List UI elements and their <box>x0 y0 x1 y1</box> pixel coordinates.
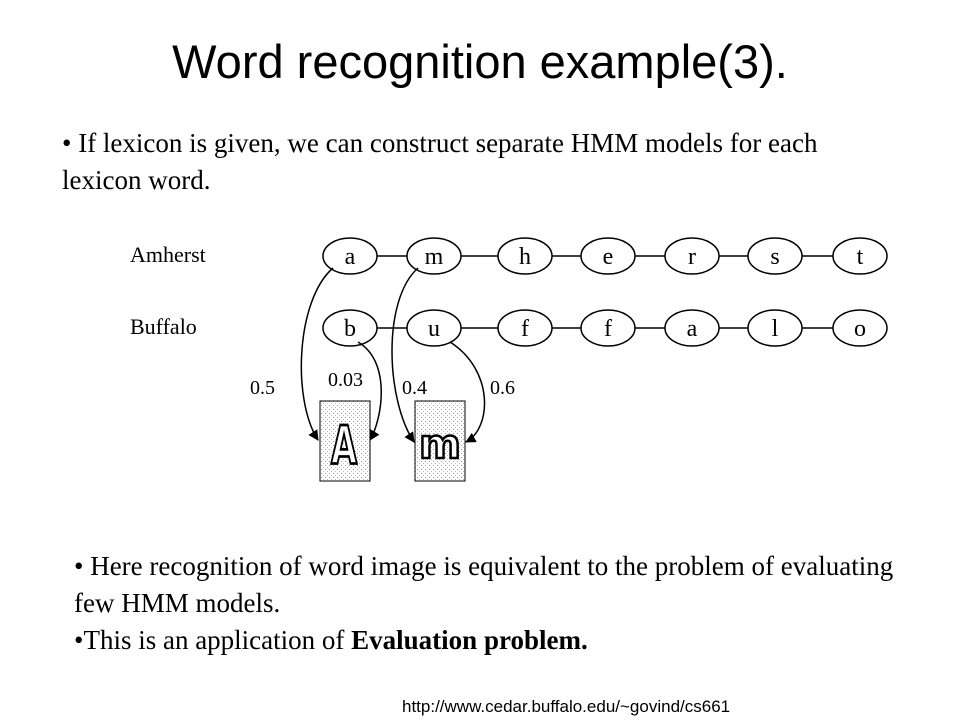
state-node <box>580 309 636 347</box>
state-letter: u <box>428 316 440 342</box>
arrow-a-to-image-a <box>300 267 334 441</box>
state-letter: s <box>770 244 779 270</box>
prob-label: 0.4 <box>402 377 427 399</box>
state-node <box>406 237 462 275</box>
state-letter: h <box>519 244 531 270</box>
arrow-m-to-image-m <box>391 267 419 443</box>
footer-url: http://www.cedar.buffalo.edu/~govind/cs6… <box>402 697 731 716</box>
state-node <box>664 237 720 275</box>
word-image-m: m <box>414 400 466 482</box>
word-label-buffalo: Buffalo <box>130 314 197 339</box>
state-letter: a <box>345 244 356 270</box>
prob-label: 0.5 <box>250 377 275 399</box>
prob-label: 0.03 <box>328 369 363 391</box>
state-node <box>497 309 553 347</box>
bullet-evaluation: •This is an application of Evaluation pr… <box>74 622 904 659</box>
state-node <box>664 309 720 347</box>
state-node <box>747 309 803 347</box>
state-letter: l <box>772 316 779 342</box>
state-node <box>322 237 378 275</box>
state-letter: e <box>603 244 614 270</box>
state-letter: b <box>344 316 356 342</box>
state-node <box>322 309 378 347</box>
state-node <box>832 309 888 347</box>
intro-bullet: • If lexicon is given, we can construct … <box>62 128 818 195</box>
word-image-a: A <box>319 400 371 482</box>
state-letter: a <box>687 316 698 342</box>
state-letter: f <box>521 316 529 342</box>
bullet-recognition: • Here recognition of word image is equi… <box>74 551 894 618</box>
state-node <box>580 237 636 275</box>
arrow-b-to-image-a <box>357 341 382 441</box>
arrow-u-to-image-m <box>449 341 486 443</box>
state-node <box>406 309 462 347</box>
state-letter: o <box>854 316 866 342</box>
state-node <box>832 237 888 275</box>
bullet3-text: •This is an application of <box>74 625 352 655</box>
state-node <box>497 237 553 275</box>
slide-title: Word recognition example(3). <box>172 35 788 88</box>
image-glyph-m: m <box>419 422 461 468</box>
state-node <box>747 237 803 275</box>
state-letter: t <box>857 244 864 270</box>
word-label-amherst: Amherst <box>130 242 206 267</box>
state-letter: r <box>688 244 696 270</box>
prob-label: 0.6 <box>490 377 515 399</box>
bullet3-bold: Evaluation problem. <box>351 625 588 655</box>
state-letter: f <box>604 316 612 342</box>
state-letter: m <box>425 244 444 270</box>
image-glyph-a: A <box>331 416 358 477</box>
